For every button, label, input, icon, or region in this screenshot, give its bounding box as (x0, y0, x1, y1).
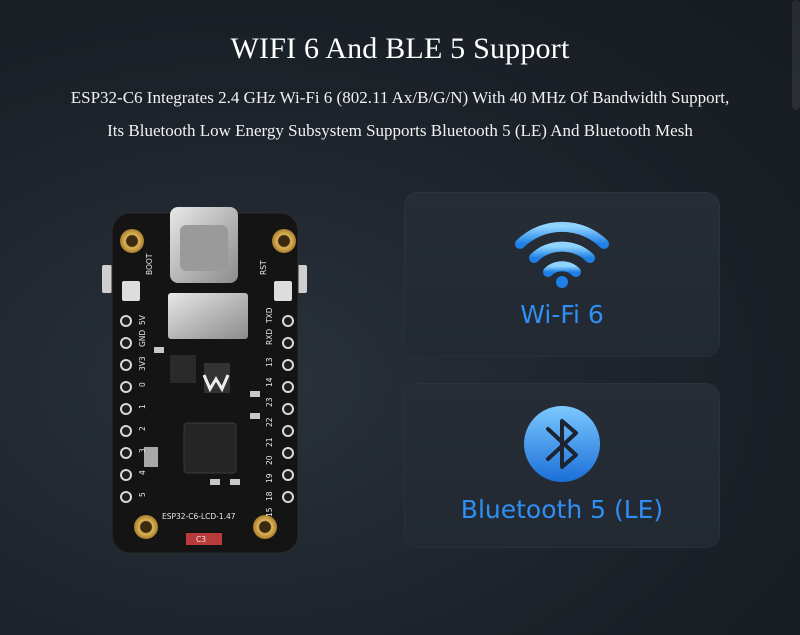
pin-label-3v3: 3V3 (138, 356, 147, 371)
pin-label-3: 3 (138, 448, 147, 453)
waveshare-logo-icon (202, 374, 230, 393)
bluetooth-label: Bluetooth 5 (LE) (460, 495, 664, 524)
pin-label-2: 2 (138, 426, 147, 431)
wifi-feature-card: Wi-Fi 6 (404, 192, 720, 357)
rst-label: RST (259, 260, 268, 275)
description-line-2: Its Bluetooth Low Energy Subsystem Suppo… (107, 121, 693, 140)
pin-label-22: 22 (265, 417, 274, 427)
pin-label-0: 0 (138, 382, 147, 387)
wifi-label: Wi-Fi 6 (520, 300, 604, 329)
pin-label-20: 20 (265, 455, 274, 465)
pin-label-4: 4 (138, 470, 147, 475)
pin-label-13: 13 (265, 357, 274, 367)
pin-label-gnd: GND (138, 330, 147, 347)
pin-label-rxd: RXD (265, 329, 274, 345)
pin-label-1: 1 (138, 404, 147, 409)
esp32-board-image: C3 BOOT RST 5V GND 3V3 0 1 2 3 4 5 TXD R… (102, 207, 307, 554)
pin-label-23: 23 (265, 397, 274, 407)
pin-label-txd: TXD (265, 307, 274, 324)
wifi-icon (515, 221, 609, 288)
bluetooth-feature-card: Bluetooth 5 (LE) (404, 383, 720, 548)
scrollbar[interactable] (792, 0, 800, 110)
board-model-label: ESP32-C6-LCD-1.47 (162, 512, 236, 521)
bluetooth-icon (524, 406, 600, 482)
pin-label-19: 19 (265, 473, 274, 483)
boot-label: BOOT (145, 253, 154, 275)
description-line-1: ESP32-C6 Integrates 2.4 GHz Wi-Fi 6 (802… (70, 88, 730, 107)
pin-label-15: 15 (265, 507, 274, 517)
pin-label-14: 14 (265, 377, 274, 387)
chip-label: C3 (196, 535, 206, 544)
pin-label-18: 18 (265, 491, 274, 501)
pin-label-5: 5 (138, 492, 147, 497)
pin-label-21: 21 (265, 437, 274, 447)
pin-label-5v: 5V (138, 314, 147, 325)
page-title: WIFI 6 And BLE 5 Support (230, 32, 570, 65)
